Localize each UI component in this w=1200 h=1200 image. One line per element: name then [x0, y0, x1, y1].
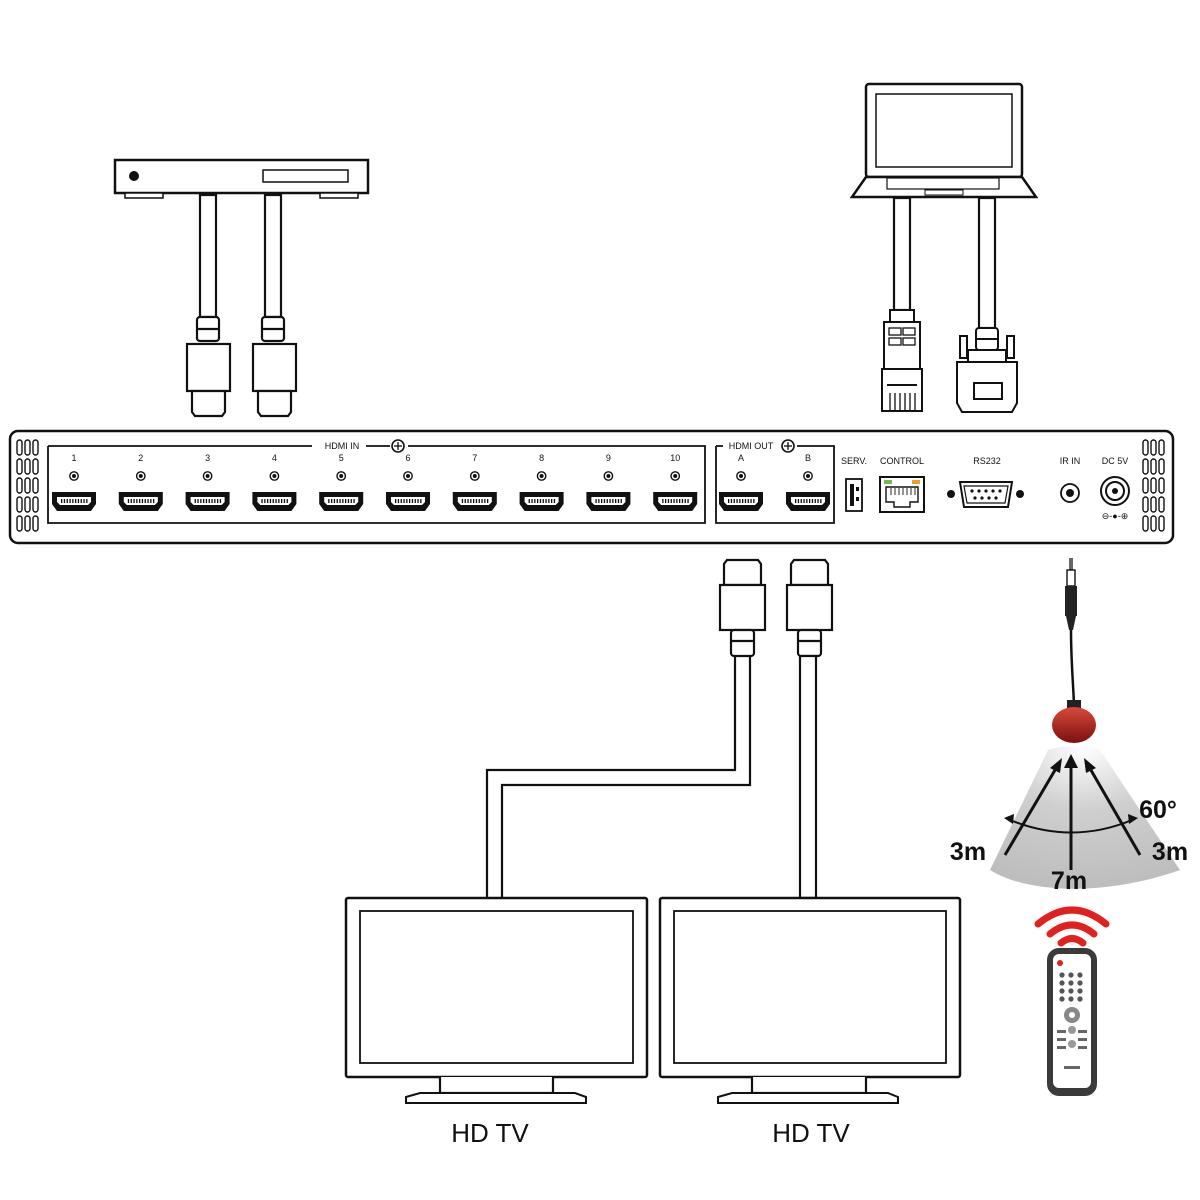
hdmi-in-port-2-label: 2	[138, 453, 143, 463]
rs232-label: RS232	[973, 456, 1001, 466]
display-b-label: HD TV	[772, 1118, 850, 1148]
laptop	[849, 82, 1039, 199]
hdmi-in-port-4-label: 4	[272, 453, 277, 463]
hdmi-in-port-3[interactable]: 3	[185, 453, 230, 511]
hdmi-in-port-1-label: 1	[71, 453, 76, 463]
serv-label: SERV.	[841, 456, 867, 466]
hdmi-out-port-b-label: B	[805, 453, 811, 463]
power-led-icon	[129, 171, 139, 181]
hdmi-in-ports: 1 2 3 4 5 6 7 8 9 10	[52, 453, 698, 511]
cable-b-route	[798, 654, 818, 900]
hdmi-in-port-4[interactable]: 4	[252, 453, 297, 511]
output-hdmi-cables	[718, 558, 834, 658]
ir-in-jack[interactable]	[1060, 483, 1080, 503]
disc-slot	[262, 169, 349, 183]
hdmi-in-port-8[interactable]: 8	[519, 453, 564, 511]
hdmi-in-port-10[interactable]: 10	[653, 453, 698, 511]
cable-a-route	[485, 656, 752, 898]
db9-plug	[956, 327, 1018, 413]
display-b: HD TV	[658, 896, 962, 1148]
hdmi-in-port-1[interactable]: 1	[52, 453, 96, 511]
hdmi-out-port-a[interactable]: A	[719, 453, 763, 511]
dc-power-jack[interactable]	[1100, 476, 1130, 506]
dc-polarity-label: ⊖-●-⊕	[1102, 511, 1129, 521]
hdmi-out-port-a-label: A	[738, 453, 744, 463]
hdmi-in-port-9-label: 9	[606, 453, 611, 463]
hdmi-in-port-6-label: 6	[405, 453, 410, 463]
hdmi-in-port-3-label: 3	[205, 453, 210, 463]
display-a: HD TV	[344, 896, 649, 1148]
remote-control	[1047, 948, 1097, 1096]
hdmi-in-port-5[interactable]: 5	[319, 453, 364, 511]
ir-receiver-head-icon	[1052, 700, 1096, 743]
display-a-label: HD TV	[451, 1118, 529, 1148]
control-rj45-port[interactable]	[879, 476, 925, 513]
dc-label: DC 5V	[1102, 456, 1129, 466]
hdmi-out-port-b[interactable]: B	[786, 453, 830, 511]
ir-range-center-label: 7m	[1051, 867, 1087, 895]
hdmi-out-label: HDMI OUT	[729, 441, 774, 451]
hdmi-in-port-8-label: 8	[539, 453, 544, 463]
hdmi-in-label: HDMI IN	[325, 441, 360, 451]
ir-signal-icon	[1034, 906, 1110, 947]
hdmi-in-port-7-label: 7	[472, 453, 477, 463]
ir-angle-label: 60°	[1139, 796, 1177, 824]
led-green-icon	[884, 480, 892, 484]
vent-left	[16, 439, 39, 532]
led-orange-icon	[912, 480, 920, 484]
hdmi-in-port-10-label: 10	[670, 453, 680, 463]
ir-reception-cone: 60° 3m 7m 3m	[950, 746, 1188, 895]
hdmi-in-port-2[interactable]: 2	[118, 453, 163, 511]
control-label: CONTROL	[880, 456, 924, 466]
ir-range-left-label: 3m	[950, 838, 986, 866]
hdmi-in-port-7[interactable]: 7	[452, 453, 497, 511]
vent-right	[1142, 439, 1165, 532]
ir-in-label: IR IN	[1060, 456, 1081, 466]
laptop-cables	[892, 196, 997, 330]
ir-range-right-label: 3m	[1152, 838, 1188, 866]
hdmi-in-port-6[interactable]: 6	[386, 453, 430, 511]
usb-service-port[interactable]	[845, 478, 863, 512]
ir-receiver-cable	[1065, 558, 1077, 706]
hdmi-in-port-5-label: 5	[339, 453, 344, 463]
source-hdmi-cables	[185, 193, 298, 418]
rs232-db9-port[interactable]	[947, 481, 1024, 508]
source-player	[113, 158, 370, 199]
rj45-plug	[881, 309, 923, 412]
hdmi-in-port-9[interactable]: 9	[586, 453, 631, 511]
